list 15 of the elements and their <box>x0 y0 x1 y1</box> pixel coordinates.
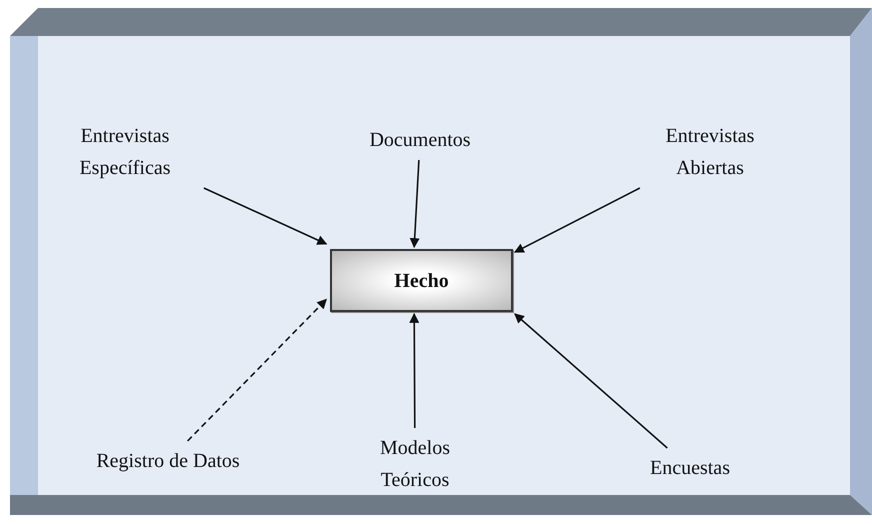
arrow <box>410 160 420 248</box>
arrow <box>514 187 640 253</box>
source-label: Documentos <box>340 124 500 156</box>
source-label: Entrevistas Abiertas <box>630 120 790 184</box>
source-label: Entrevistas Específicas <box>50 120 200 184</box>
box-label: Hecho <box>394 268 449 294</box>
source-label: Encuestas <box>630 452 750 484</box>
beveled-panel <box>10 8 872 515</box>
process-box <box>330 249 513 312</box>
arrow <box>187 298 328 442</box>
source-label: Modelos Teóricos <box>350 432 480 496</box>
source-label: Registro de Datos <box>58 445 278 477</box>
arrow <box>409 312 420 428</box>
arrow <box>514 313 668 449</box>
arrow <box>203 187 328 245</box>
